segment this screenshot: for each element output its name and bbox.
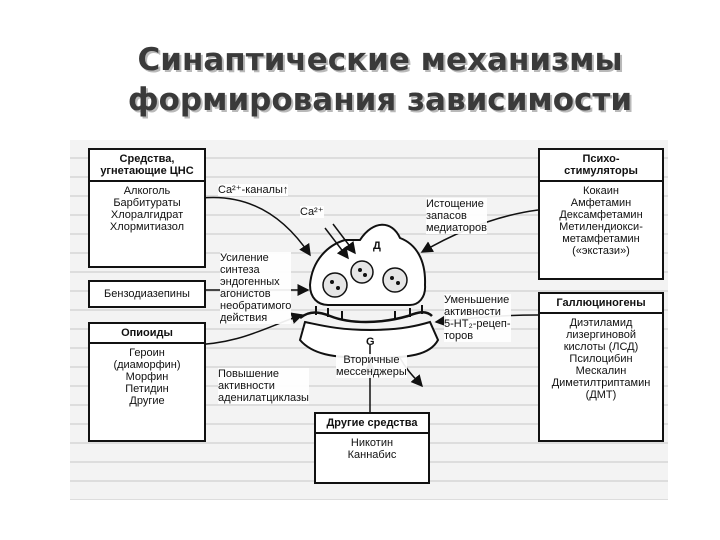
- drug-item: Другие: [129, 395, 165, 407]
- g-protein-label: G: [366, 336, 375, 348]
- synthesis-label: Усиление синтеза эндогенных агонистов не…: [220, 252, 292, 324]
- postsynaptic-cell: [298, 320, 440, 360]
- adenylate-cyclase-label: Повышение активности аденилатциклазы: [218, 368, 309, 404]
- psychostimulants-box: Психо- стимуляторы Кокаин Амфетамин Декс…: [538, 148, 664, 280]
- vesicle: [350, 260, 374, 284]
- secondary-messengers-label: Вторичные мессенджеры: [336, 354, 407, 378]
- drug-item: Диэтиламид: [569, 317, 633, 329]
- d-symbol-label: Д: [373, 240, 381, 252]
- label-line: активности: [444, 306, 501, 318]
- drug-item: («экстази»): [572, 245, 630, 257]
- opioids-header: Опиоиды: [121, 327, 173, 339]
- drug-item: Кокаин: [583, 185, 619, 197]
- label-line: активности: [218, 380, 275, 392]
- ca-ion-label: Ca²⁺: [300, 206, 324, 218]
- drug-item: Никотин: [350, 437, 394, 449]
- drug-item: Мескалин: [575, 365, 627, 377]
- label-line: аденилатциклазы: [218, 392, 309, 404]
- reduction-label: Уменьшение активности 5-HT₂-рецеп- торов: [444, 294, 511, 342]
- label-line: Усиление: [220, 252, 269, 264]
- postsynaptic-membrane: [299, 311, 433, 324]
- drug-item: Диметилтриптамин: [551, 377, 651, 389]
- drug-item: Барбитураты: [113, 197, 181, 209]
- slide-title: Синаптические механизмы формирования зав…: [0, 40, 720, 120]
- drug-item: Амфетамин: [570, 197, 632, 209]
- label-line: Вторичные: [343, 354, 400, 366]
- label-line: необратимого: [220, 300, 292, 312]
- vesicle: [322, 272, 348, 298]
- drug-item: (ДМТ): [585, 389, 617, 401]
- drug-item: Бензодиазепины: [104, 288, 190, 300]
- label-line: эндогенных: [220, 276, 280, 288]
- label-line: торов: [444, 330, 474, 342]
- label-line: медиаторов: [426, 222, 487, 234]
- label-line: Повышение: [218, 368, 280, 380]
- label-line: Уменьшение: [444, 294, 510, 306]
- synapse-diagram: Средства, угнетающие ЦНС Алкоголь Барбит…: [70, 140, 668, 500]
- cns-depressants-box: Средства, угнетающие ЦНС Алкоголь Барбит…: [88, 148, 206, 268]
- label-line: запасов: [426, 210, 467, 222]
- drug-item: Героин: [129, 347, 165, 359]
- vesicle: [382, 267, 408, 293]
- drug-item: (диаморфин): [113, 359, 181, 371]
- drug-item: Морфин: [125, 371, 169, 383]
- benzodiazepines-box: Бензодиазепины: [88, 280, 206, 308]
- drug-item: лизергиновой: [565, 329, 637, 341]
- drug-item: метамфетамин: [562, 233, 640, 245]
- cns-header-line: угнетающие ЦНС: [100, 165, 194, 177]
- psycho-header-line: Психо-: [582, 153, 620, 165]
- hallucinogens-box: Галлюциногены Диэтиламид лизергиновой ки…: [538, 292, 664, 442]
- label-line: мессенджеры: [336, 366, 407, 378]
- drug-item: кислоты (ЛСД): [563, 341, 639, 353]
- depletion-label: Истощение запасов медиаторов: [426, 198, 487, 234]
- drug-item: Метилендиокси-: [559, 221, 643, 233]
- label-line: агонистов: [220, 288, 271, 300]
- drug-item: Каннабис: [347, 449, 397, 461]
- drug-item: Алкоголь: [123, 185, 171, 197]
- title-line-1: Синаптические механизмы: [137, 42, 623, 78]
- label-line: Истощение: [426, 198, 484, 210]
- psycho-header-line: стимуляторы: [564, 165, 638, 177]
- halluc-header: Галлюциногены: [556, 297, 646, 309]
- ca-channels-label: Ca²⁺-каналы↑: [218, 184, 289, 196]
- drug-item: Петидин: [125, 383, 169, 395]
- label-line: 5-HT₂-рецеп-: [444, 318, 511, 330]
- label-line: действия: [220, 312, 268, 324]
- label-line: синтеза: [220, 264, 260, 276]
- other-drugs-box: Другие средства Никотин Каннабис: [314, 412, 430, 484]
- title-line-2: формирования зависимости: [127, 82, 633, 118]
- drug-item: Хлоралгидрат: [110, 209, 184, 221]
- cns-header-line: Средства,: [119, 153, 175, 165]
- drug-item: Псилоцибин: [569, 353, 633, 365]
- opioids-box: Опиоиды Героин (диаморфин) Морфин Петиди…: [88, 322, 206, 442]
- drug-item: Хлормитиазол: [109, 221, 185, 233]
- drug-item: Дексамфетамин: [559, 209, 643, 221]
- other-header: Другие средства: [326, 417, 418, 429]
